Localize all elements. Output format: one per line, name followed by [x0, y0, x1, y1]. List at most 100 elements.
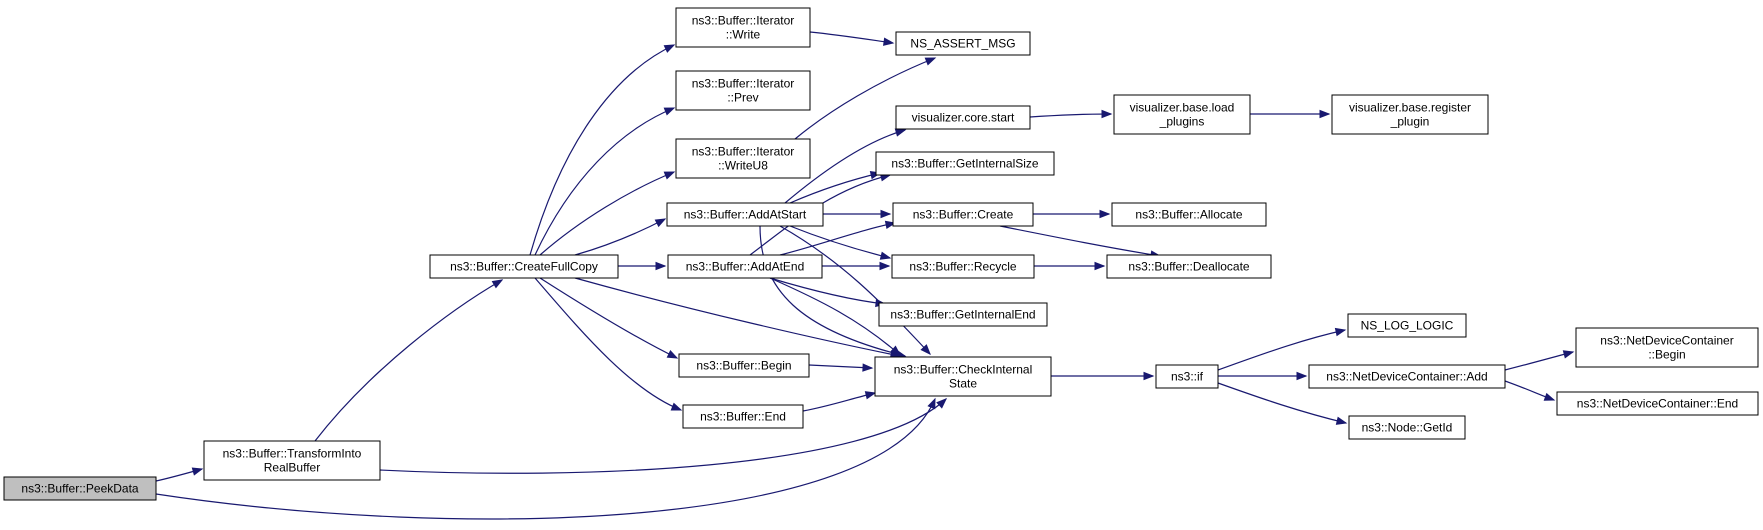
- edge-line: [534, 277, 682, 411]
- node-box: [1113, 94, 1251, 135]
- arrowhead: [670, 402, 683, 411]
- edge-transform-to-createfullcopy: [314, 279, 504, 442]
- node-getinternalend[interactable]: ns3::Buffer::GetInternalEnd: [878, 302, 1048, 327]
- arrowhead: [894, 349, 907, 358]
- arrowhead: [880, 209, 892, 219]
- arrowhead: [654, 218, 667, 228]
- edge-createfullcopy-to-iter_prev: [534, 107, 676, 256]
- node-ns3-if[interactable]: ns3::if: [1155, 364, 1219, 389]
- edge-vis_core_start-to-vis_load: [1029, 109, 1113, 119]
- node-label: ns3::NetDeviceContainer::Add: [1326, 370, 1487, 384]
- node-node-getid[interactable]: ns3::Node::GetId: [1348, 415, 1466, 440]
- node-allocate[interactable]: ns3::Buffer::Allocate: [1111, 202, 1267, 227]
- node-begin[interactable]: ns3::Buffer::Begin: [678, 353, 810, 378]
- node-box: [203, 440, 381, 481]
- node-box: [675, 138, 811, 179]
- edge-iter_writeu8-to-ns_assert: [794, 57, 937, 140]
- node-label: visualizer.base.register: [1349, 101, 1471, 115]
- node-addatstart[interactable]: ns3::Buffer::AddAtStart: [666, 202, 824, 227]
- node-label: ns3::Buffer::CreateFullCopy: [450, 260, 598, 274]
- arrowhead: [1099, 209, 1111, 219]
- edge-line: [789, 225, 891, 259]
- node-box: [895, 105, 1031, 130]
- node-vis-core-start[interactable]: visualizer.core.start: [895, 105, 1031, 130]
- node-ndc-end[interactable]: ns3::NetDeviceContainer::End: [1556, 391, 1759, 416]
- node-vis-register[interactable]: visualizer.base.register_plugin: [1331, 94, 1489, 135]
- call-nodes: ns3::Buffer::PeekData ns3::Buffer::Transf…: [3, 7, 1759, 501]
- edge-createfullcopy-to-end: [534, 277, 683, 411]
- edge-transform-to-checkinternal: [379, 398, 948, 474]
- arrowhead: [663, 44, 676, 53]
- edge-create-to-deallocate: [999, 225, 1162, 259]
- node-vis-load[interactable]: visualizer.base.load_plugins: [1113, 94, 1251, 135]
- arrowhead: [663, 171, 676, 180]
- node-label: ns3::Buffer::Iterator: [692, 77, 795, 91]
- edge-peekdata-to-checkinternal: [155, 397, 936, 520]
- node-ndc-begin[interactable]: ns3::NetDeviceContainer::Begin: [1575, 327, 1759, 368]
- node-recycle[interactable]: ns3::Buffer::Recycle: [891, 254, 1035, 279]
- node-peekdata[interactable]: ns3::Buffer::PeekData: [3, 476, 157, 501]
- edge-line: [759, 225, 906, 357]
- node-box: [892, 202, 1034, 227]
- node-ndc-add[interactable]: ns3::NetDeviceContainer::Add: [1308, 364, 1506, 389]
- node-label: ns3::Buffer::End: [700, 410, 786, 424]
- node-ns-log-logic[interactable]: NS_LOG_LOGIC: [1347, 313, 1467, 338]
- node-getinternalsize[interactable]: ns3::Buffer::GetInternalSize: [875, 151, 1055, 176]
- node-label: ns3::Node::GetId: [1362, 421, 1453, 435]
- edge-line: [809, 31, 894, 44]
- node-box: [1575, 327, 1759, 368]
- node-box: [1331, 94, 1489, 135]
- edge-line: [539, 277, 678, 359]
- node-label: State: [949, 377, 977, 391]
- edge-addatend-to-recycle: [822, 261, 891, 271]
- node-iter-prev[interactable]: ns3::Buffer::Iterator::Prev: [675, 70, 811, 111]
- edge-create-to-allocate: [1033, 209, 1111, 219]
- node-createfullcopy[interactable]: ns3::Buffer::CreateFullCopy: [429, 254, 619, 279]
- arrowhead: [1101, 109, 1113, 119]
- node-box: [1347, 313, 1467, 338]
- arrowhead: [894, 128, 907, 137]
- edge-line: [769, 277, 886, 305]
- edge-addatstart-to-create: [823, 209, 892, 219]
- node-box: [1106, 254, 1272, 279]
- node-deallocate[interactable]: ns3::Buffer::Deallocate: [1106, 254, 1272, 279]
- node-box: [675, 7, 811, 48]
- node-label: ns3::Buffer::GetInternalSize: [891, 157, 1039, 171]
- edge-line: [999, 225, 1161, 257]
- arrowhead: [655, 261, 667, 271]
- arrowhead: [1296, 371, 1308, 381]
- node-create[interactable]: ns3::Buffer::Create: [892, 202, 1034, 227]
- arrowhead: [491, 279, 504, 289]
- node-box: [675, 70, 811, 111]
- edge-createfullcopy-to-iter_write: [529, 44, 676, 256]
- arrowhead: [1543, 392, 1556, 401]
- edge-vis_load-to-vis_register: [1250, 109, 1331, 119]
- node-label: ns3::NetDeviceContainer: [1600, 334, 1733, 348]
- arrowhead: [879, 251, 892, 260]
- node-iter-writeu8[interactable]: ns3::Buffer::Iterator::WriteU8: [675, 138, 811, 179]
- edge-ndc_add-to-ndc_end: [1504, 380, 1556, 401]
- edge-checkinternal-to-ns3_if: [1051, 371, 1155, 381]
- node-addatend[interactable]: ns3::Buffer::AddAtEnd: [667, 254, 823, 279]
- node-ns-assert[interactable]: NS_ASSERT_MSG: [895, 31, 1031, 56]
- edge-createfullcopy-to-begin: [539, 277, 679, 359]
- node-label: ns3::if: [1171, 370, 1204, 384]
- edge-end-to-checkinternal: [802, 391, 877, 412]
- node-label: ns3::Buffer::Create: [913, 208, 1014, 222]
- node-box: [666, 202, 824, 227]
- edge-line: [529, 44, 675, 256]
- edge-iter_write-to-ns_assert: [809, 31, 895, 46]
- edge-createfullcopy-to-addatstart: [574, 218, 667, 256]
- node-iter-write[interactable]: ns3::Buffer::Iterator::Write: [675, 7, 811, 48]
- node-label: RealBuffer: [264, 461, 320, 475]
- edge-createfullcopy-to-checkinternal: [574, 277, 902, 359]
- edge-line: [1217, 382, 1347, 424]
- node-box: [1308, 364, 1506, 389]
- node-box: [429, 254, 619, 279]
- node-label: ns3::Buffer::CheckInternal: [894, 363, 1033, 377]
- node-end[interactable]: ns3::Buffer::End: [682, 404, 804, 429]
- arrowhead: [1562, 350, 1575, 359]
